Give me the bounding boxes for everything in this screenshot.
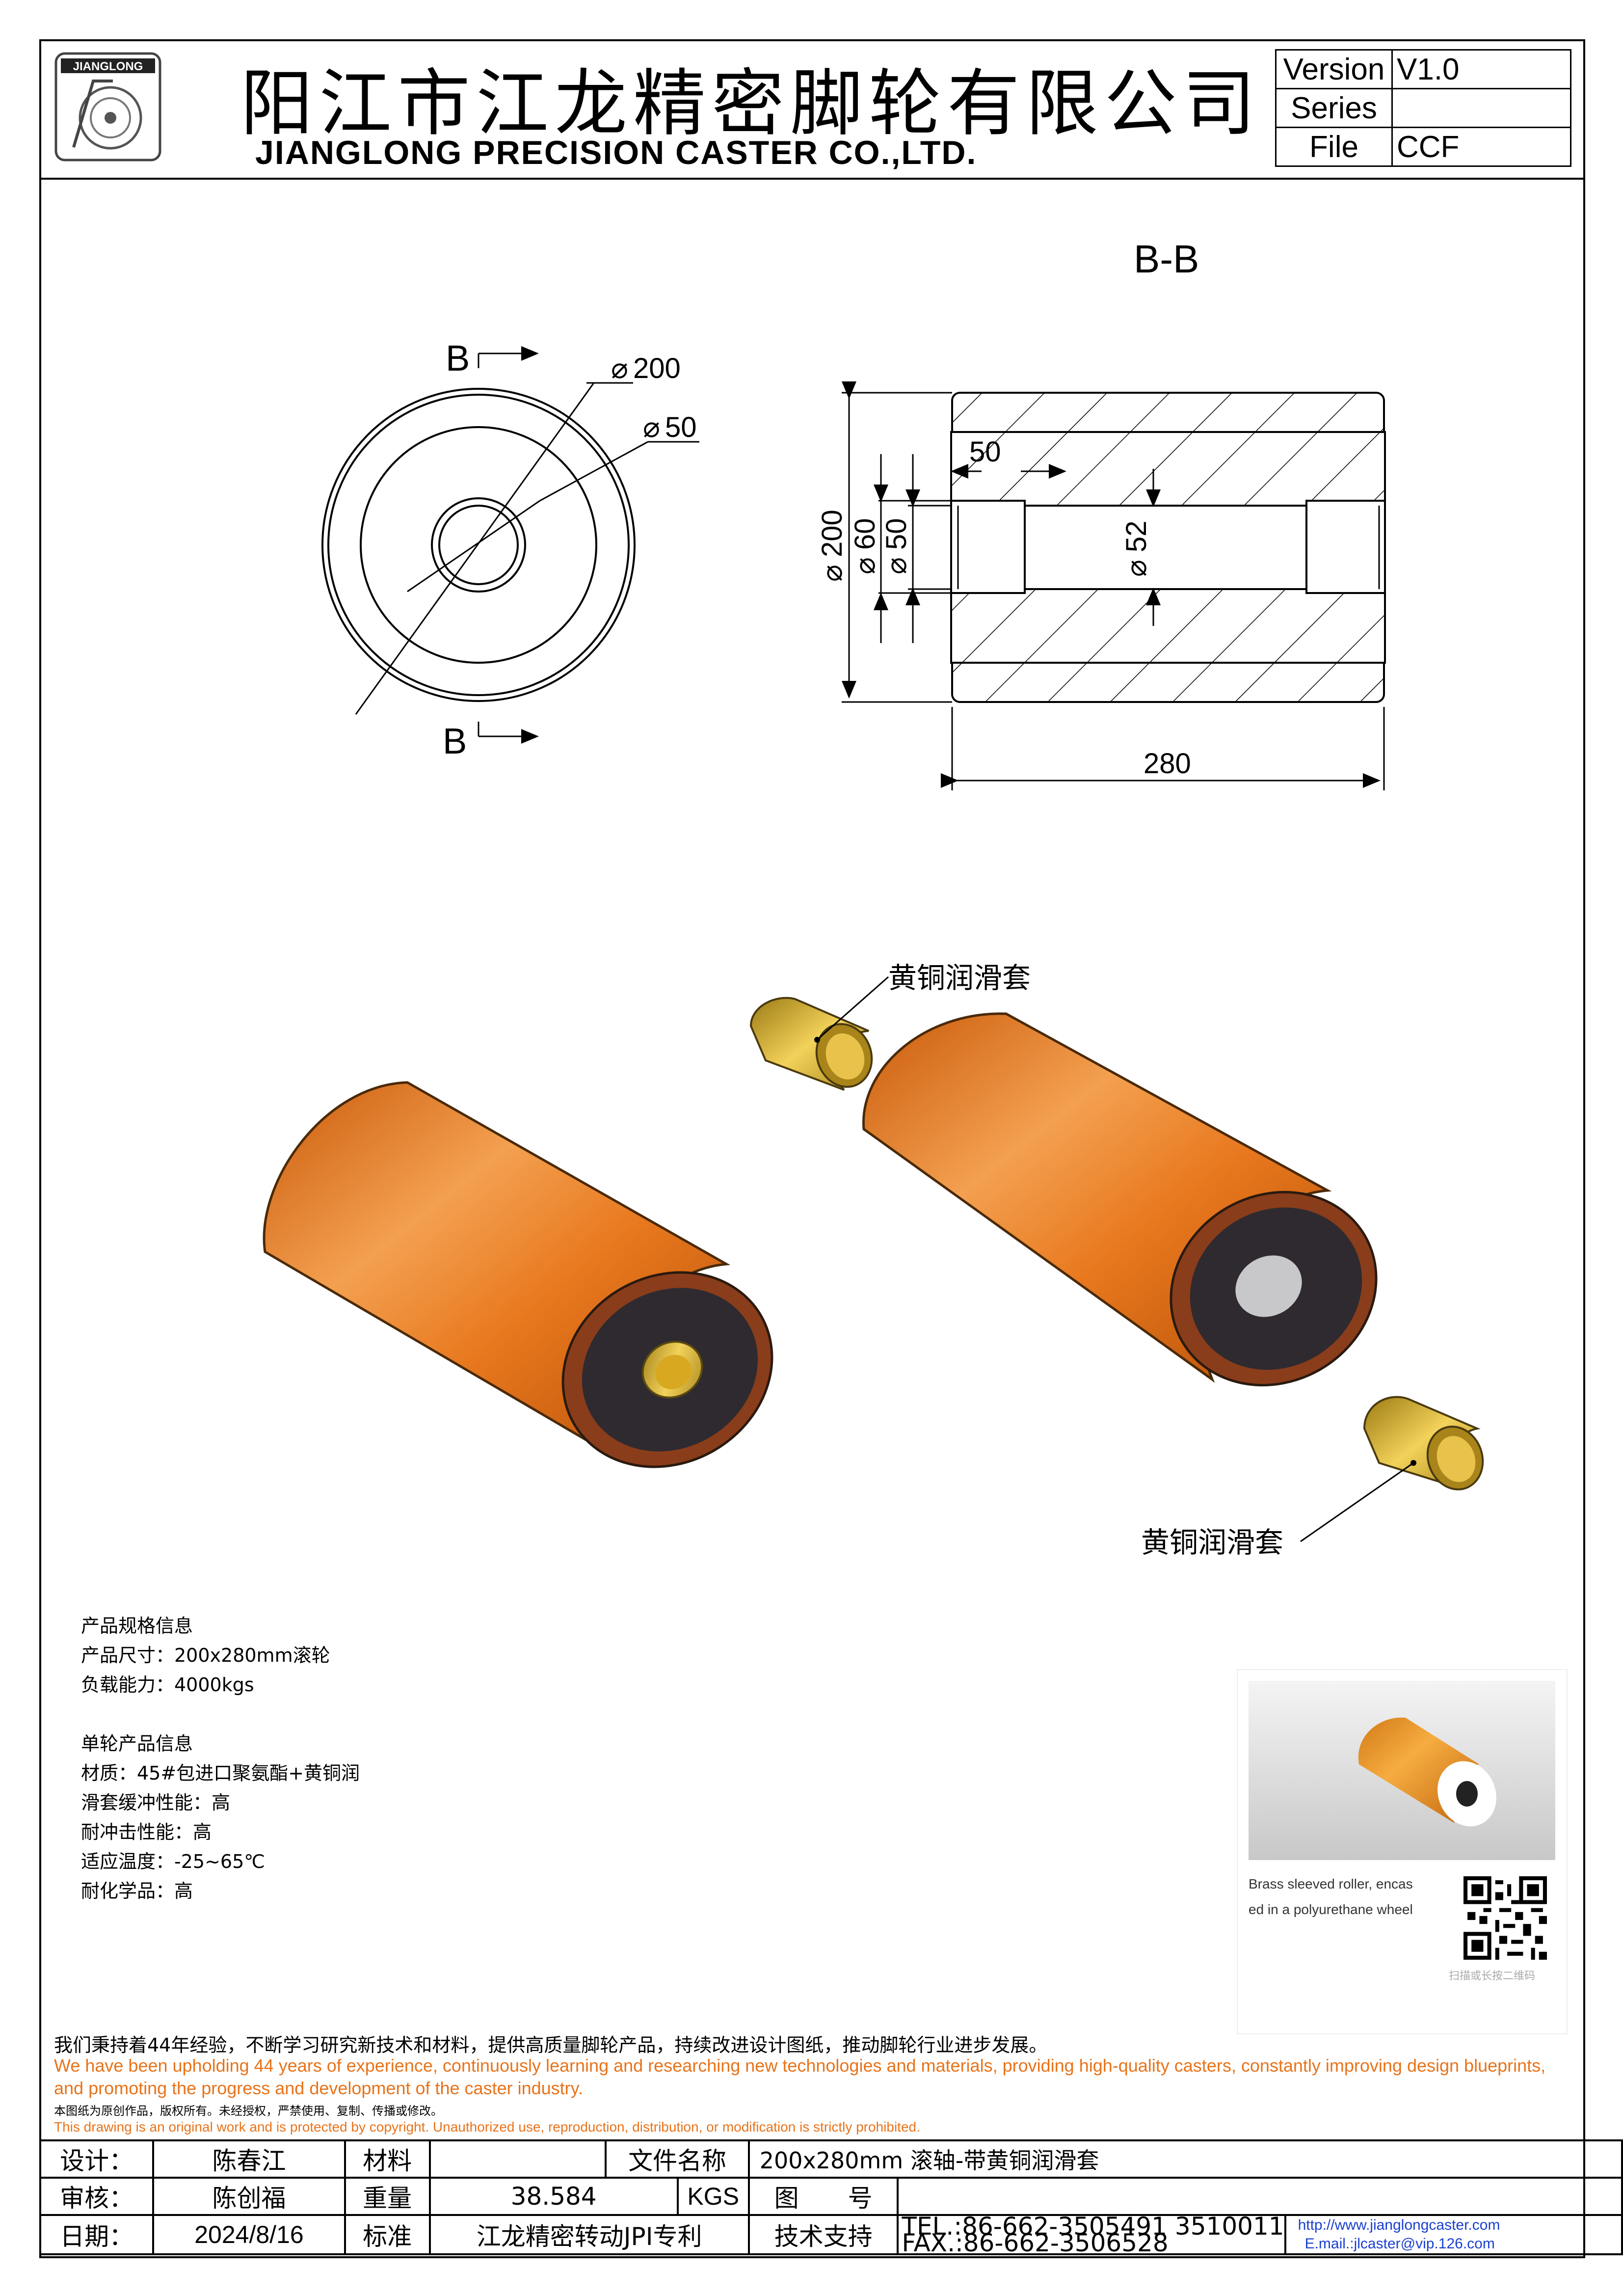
roller-renders [263, 976, 1484, 1542]
thumb-caption-line2: ed in a polyurethane wheel [1249, 1902, 1413, 1917]
thumb-caption: Brass sleeved roller, encas ed in a poly… [1249, 1871, 1413, 1922]
front-view [321, 346, 699, 744]
svg-text:⌀: ⌀ [880, 557, 912, 574]
material-value [428, 2139, 607, 2179]
contact-phone: TEL.:86-662-3505491 3510011 FAX.:86-662-… [897, 2212, 1286, 2257]
material-label: 材料 [344, 2139, 431, 2179]
dim-bush-id: 50 [880, 518, 912, 550]
date-label: 日期： [39, 2214, 155, 2255]
thumb-caption-line1: Brass sleeved roller, encas [1249, 1876, 1413, 1891]
date-value: 2024/8/16 [152, 2214, 346, 2255]
filename-value: 200x280mm 滚轴-带黄铜润滑套 [747, 2139, 1623, 2179]
weight-value: 38.584 [428, 2177, 679, 2216]
review-label: 审核： [39, 2177, 155, 2216]
copyright-cn: 本图纸为原创作品，版权所有。未经授权，严禁使用、复制、传播或修改。 [54, 2104, 443, 2118]
version-label: Version [1275, 49, 1393, 89]
svg-text:⌀: ⌀ [816, 565, 848, 582]
roller-right [862, 1012, 1378, 1387]
email-link[interactable]: E.mail.:jlcaster@vip.126.com [1304, 2236, 1495, 2252]
dim-outer-front: 200 [633, 352, 681, 384]
spec-size: 产品尺寸：200x280mm滚轮 [81, 1645, 330, 1666]
design-label: 设计： [39, 2139, 155, 2179]
dim-bore: 52 [1120, 520, 1152, 552]
dim-bush-od: 60 [849, 518, 881, 550]
mission-statement-en: We have been upholding 44 years of exper… [54, 2054, 1575, 2100]
spec-load: 负载能力：4000kgs [81, 1674, 254, 1696]
design-value: 陈春江 [152, 2139, 346, 2179]
file-label: File [1275, 127, 1393, 167]
website-link[interactable]: http://www.jianglongcaster.com [1298, 2217, 1500, 2233]
spec-block: 产品规格信息 产品尺寸：200x280mm滚轮 负载能力：4000kgs 单轮产… [81, 1611, 360, 1906]
qr-caption: 扫描或长按二维码 [1449, 1970, 1536, 1982]
spec-impact: 耐冲击性能：高 [81, 1821, 212, 1843]
header-divider [39, 178, 1585, 180]
svg-text:⌀: ⌀ [611, 352, 628, 384]
callout-bottom: 黄铜润滑套 [1141, 1526, 1284, 1559]
qr-code-icon[interactable] [1463, 1876, 1547, 1960]
dim-overall-dia: 200 [816, 510, 848, 557]
mission-statement-cn: 我们秉持着44年经验，不断学习研究新技术和材料，提供高质量脚轮产品，持续改进设计… [54, 2034, 1048, 2056]
spec-group2-title: 单轮产品信息 [81, 1733, 193, 1755]
product-thumbnail [1249, 1681, 1555, 1860]
dim-length: 280 [1144, 748, 1191, 780]
section-view [950, 392, 1386, 703]
spec-chem: 耐化学品：高 [81, 1880, 193, 1902]
mission-en-line2: and promoting the progress and developme… [54, 2078, 583, 2098]
callout-top: 黄铜润滑套 [888, 961, 1031, 995]
spec-temp: 适应温度：-25~65℃ [81, 1851, 265, 1872]
brass-sleeve-top [749, 997, 873, 1091]
section-mark-bottom: B [443, 721, 467, 761]
review-value: 陈创福 [152, 2177, 346, 2216]
filename-label: 文件名称 [605, 2139, 750, 2179]
section-dimensions [842, 381, 1385, 790]
drawing-frame [39, 39, 1585, 2258]
section-title: B-B [1134, 237, 1199, 281]
support-label: 技术支持 [747, 2214, 899, 2255]
series-value [1391, 88, 1571, 128]
spec-cushion: 滑套缓冲性能：高 [81, 1792, 231, 1813]
svg-text:⌀: ⌀ [1120, 560, 1152, 577]
version-value: V1.0 [1391, 49, 1571, 89]
title-block: 设计： 陈春江 材料 文件名称 200x280mm 滚轴-带黄铜润滑套 审核： … [39, 2139, 1623, 2255]
drawing-no-label: 图 号 [747, 2177, 899, 2216]
logo-text: JIANGLONG [73, 60, 143, 73]
series-label: Series [1275, 88, 1393, 128]
standard-value: 江龙精密转动JPI专利 [428, 2214, 750, 2255]
standard-label: 标准 [344, 2214, 431, 2255]
product-card[interactable]: Brass sleeved roller, encas ed in a poly… [1237, 1669, 1568, 2034]
svg-text:⌀: ⌀ [643, 411, 660, 443]
spec-material: 材质：45#包进口聚氨酯+黄铜润 [81, 1762, 360, 1784]
spec-group1-title: 产品规格信息 [81, 1615, 193, 1637]
mission-en-line1: We have been upholding 44 years of exper… [54, 2055, 1546, 2076]
dim-bush-length: 50 [969, 436, 1001, 468]
fax: FAX.:86-662-3506528 [902, 2229, 1169, 2257]
company-name-en: JIANGLONG PRECISION CASTER CO.,LTD. [255, 134, 977, 171]
drawing-no-value [897, 2177, 1623, 2216]
roller-left [263, 1081, 773, 1468]
copyright-en: This drawing is an original work and is … [54, 2119, 920, 2134]
company-logo: JIANGLONG [54, 52, 162, 162]
svg-text:⌀: ⌀ [849, 557, 881, 574]
tel: TEL.:86-662-3505491 3510011 [902, 2212, 1284, 2241]
weight-label: 重量 [344, 2177, 431, 2216]
dim-inner-front: 50 [665, 411, 697, 443]
company-name-cn: 阳江市江龙精密脚轮有限公司 [240, 61, 1261, 146]
brass-sleeve-bottom [1363, 1396, 1484, 1490]
file-value: CCF [1391, 127, 1571, 167]
contact-web: http://www.jianglongcaster.com E.mail.:j… [1284, 2214, 1623, 2255]
technical-drawing: B B ⌀ 200 ⌀ 50 B-B ⌀ [321, 237, 1386, 790]
weight-unit: KGS [676, 2177, 750, 2216]
section-mark-top: B [446, 338, 470, 378]
